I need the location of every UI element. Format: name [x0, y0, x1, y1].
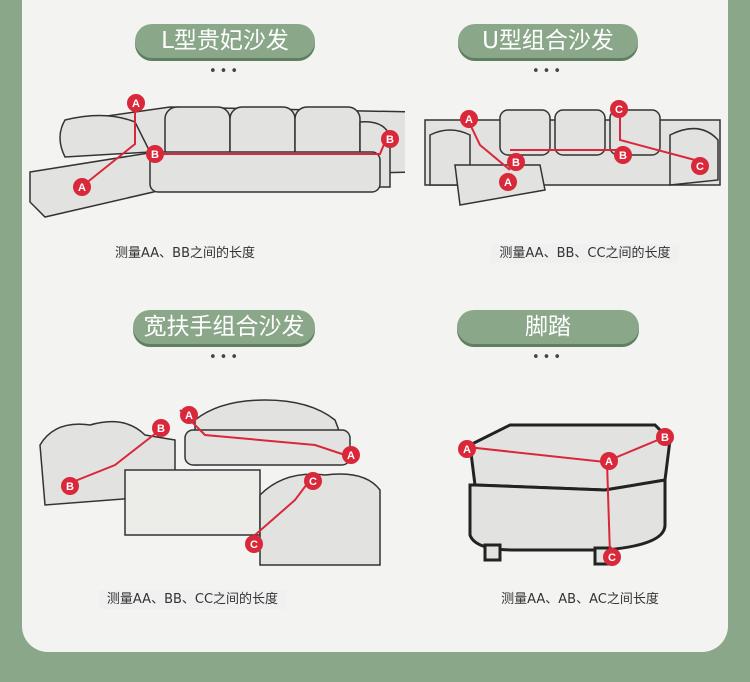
separator-dots: ••• [208, 64, 241, 79]
caption-u-sofa-text: 测量AA、BB、CC之间的长度 [491, 244, 679, 263]
marker-a-icon: A [499, 173, 517, 191]
marker-a-icon: A [180, 406, 198, 424]
marker-c-label: C [615, 104, 623, 116]
marker-c-label: C [309, 476, 317, 488]
marker-a-label: A [465, 114, 473, 126]
marker-a-icon: A [342, 446, 360, 464]
marker-b-label: B [661, 432, 669, 444]
marker-a-icon: A [600, 452, 618, 470]
marker-a-label: A [132, 98, 140, 110]
section-title-u-sofa: U型组合沙发 [458, 24, 638, 58]
marker-c-label: C [608, 552, 616, 564]
marker-c-icon: C [610, 100, 628, 118]
marker-a-icon: A [73, 178, 91, 196]
marker-c-icon: C [245, 535, 263, 553]
marker-b-label: B [157, 423, 165, 435]
marker-a-icon: A [458, 440, 476, 458]
marker-b-icon: B [656, 428, 674, 446]
caption-wide-armrest-sofa: 测量AA、BB、CC之间的长度 [80, 588, 305, 609]
marker-c-label: C [696, 161, 704, 173]
marker-a-label: A [463, 444, 471, 456]
marker-b-label: B [66, 481, 74, 493]
caption-wide-armrest-sofa-text: 测量AA、BB、CC之间的长度 [98, 590, 287, 609]
section-title-footstool: 脚踏 [457, 310, 639, 344]
marker-b-label: B [619, 150, 627, 162]
marker-a-label: A [347, 450, 355, 462]
marker-b-icon: B [146, 145, 164, 163]
marker-c-icon: C [691, 157, 709, 175]
marker-b-label: B [151, 149, 159, 161]
separator-dots: ••• [531, 350, 564, 365]
marker-a-label: A [605, 456, 613, 468]
marker-a-icon: A [127, 94, 145, 112]
marker-b-icon: B [152, 419, 170, 437]
caption-u-sofa: 测量AA、BB、CC之间的长度 [480, 242, 690, 263]
marker-b-label: B [386, 134, 394, 146]
marker-b-label: B [512, 157, 520, 169]
marker-a-icon: A [460, 110, 478, 128]
l-sofa-illustration [29, 104, 405, 218]
marker-c-icon: C [603, 548, 621, 566]
footstool-illustration [466, 423, 672, 566]
section-title-wide-armrest-sofa: 宽扶手组合沙发 [133, 310, 315, 344]
marker-b-icon: B [61, 477, 79, 495]
marker-b-icon: B [507, 153, 525, 171]
marker-b-icon: B [614, 146, 632, 164]
marker-c-label: C [250, 539, 258, 551]
marker-a-label: A [185, 410, 193, 422]
u-sofa-illustration [424, 109, 721, 206]
marker-b-icon: B [381, 130, 399, 148]
separator-dots: ••• [531, 64, 564, 79]
marker-c-icon: C [304, 472, 322, 490]
caption-footstool: 测量AA、AB、AC之间长度 [501, 592, 659, 607]
marker-a-label: A [504, 177, 512, 189]
separator-dots: ••• [208, 350, 241, 365]
caption-l-sofa: 测量AA、BB之间的长度 [115, 246, 255, 261]
marker-a-label: A [78, 182, 86, 194]
section-title-l-sofa: L型贵妃沙发 [135, 24, 315, 58]
